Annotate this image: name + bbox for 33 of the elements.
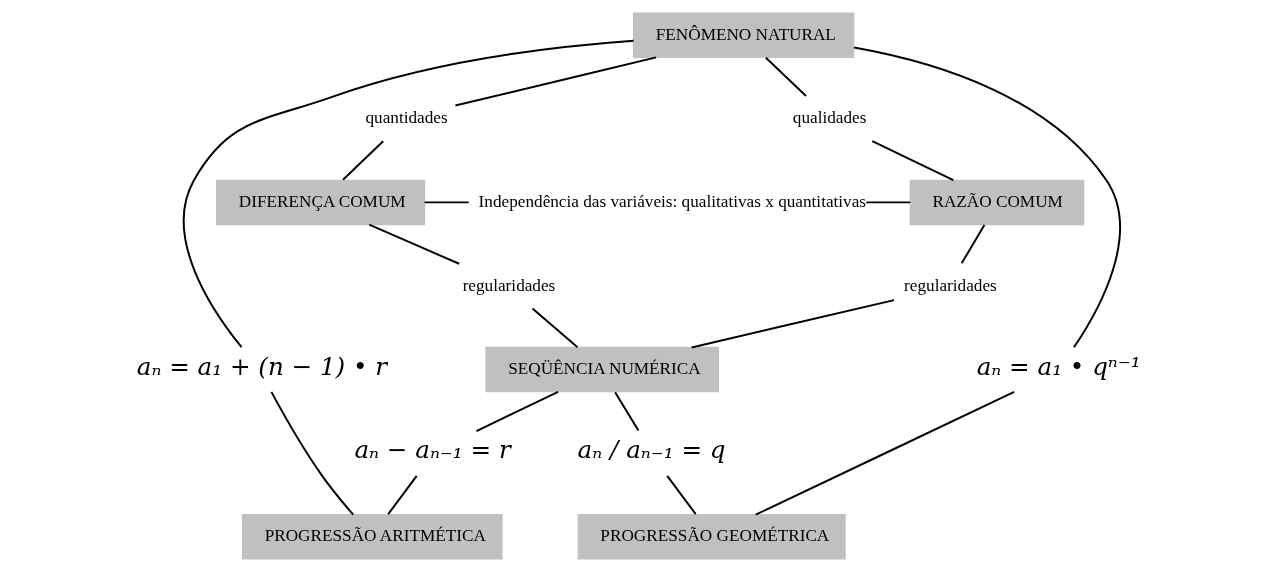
connector [368,223,461,265]
connector [387,474,418,516]
connector [871,140,955,182]
node-text: regularidades [462,275,556,295]
node-text: aₙ / aₙ₋₁ = q [577,435,726,465]
node-text: aₙ = a₁ • qⁿ⁻¹ [976,351,1141,381]
connector [423,201,470,204]
node-box: DIFERENÇA COMUM [216,179,426,226]
connector [614,391,640,432]
connector [182,39,635,349]
connector [690,299,896,349]
connector [666,474,697,516]
node-text: aₙ − aₙ₋₁ = r [354,435,511,465]
node-box: PROGRESSÃO ARITMÉTICA [241,514,503,560]
node-text: aₙ = a₁ + (n − 1) • r [136,351,388,381]
node-text: quantidades [365,108,448,128]
connector [754,390,1016,516]
node-text: qualidades [792,108,867,128]
node-box: PROGRESSÃO GEOMÉTRICA [577,514,846,560]
node-box: RAZÃO COMUM [909,179,1085,226]
node-box: SEQÜÊNCIA NUMÉRICA [485,346,720,393]
node-text: Independência das variáveis: qualitativas x quantitativas [478,191,867,211]
connector [342,140,385,181]
connector [853,46,1121,349]
node-box: FENÔMENO NATURAL [632,12,855,58]
node-text: regularidades [904,275,997,295]
connector [475,391,560,432]
connector [454,56,658,107]
connector [960,223,986,265]
connector [270,390,355,516]
connector [531,307,579,349]
connector [865,201,912,204]
connector [764,56,808,98]
